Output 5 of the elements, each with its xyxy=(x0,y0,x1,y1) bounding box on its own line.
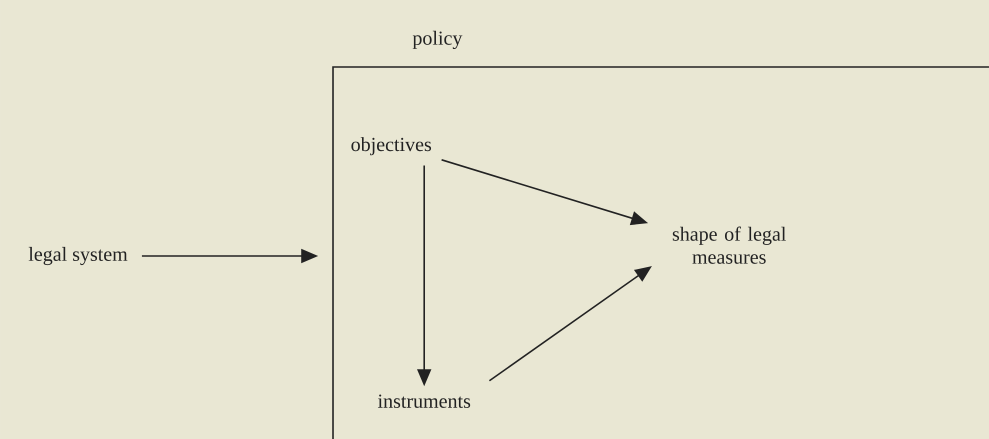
label-text: legal system xyxy=(28,246,128,266)
node-label: policy xyxy=(412,30,462,49)
label-text: shape of legal measures xyxy=(672,226,786,264)
label-text: objectives xyxy=(351,137,432,156)
label-text: instruments xyxy=(378,394,470,408)
